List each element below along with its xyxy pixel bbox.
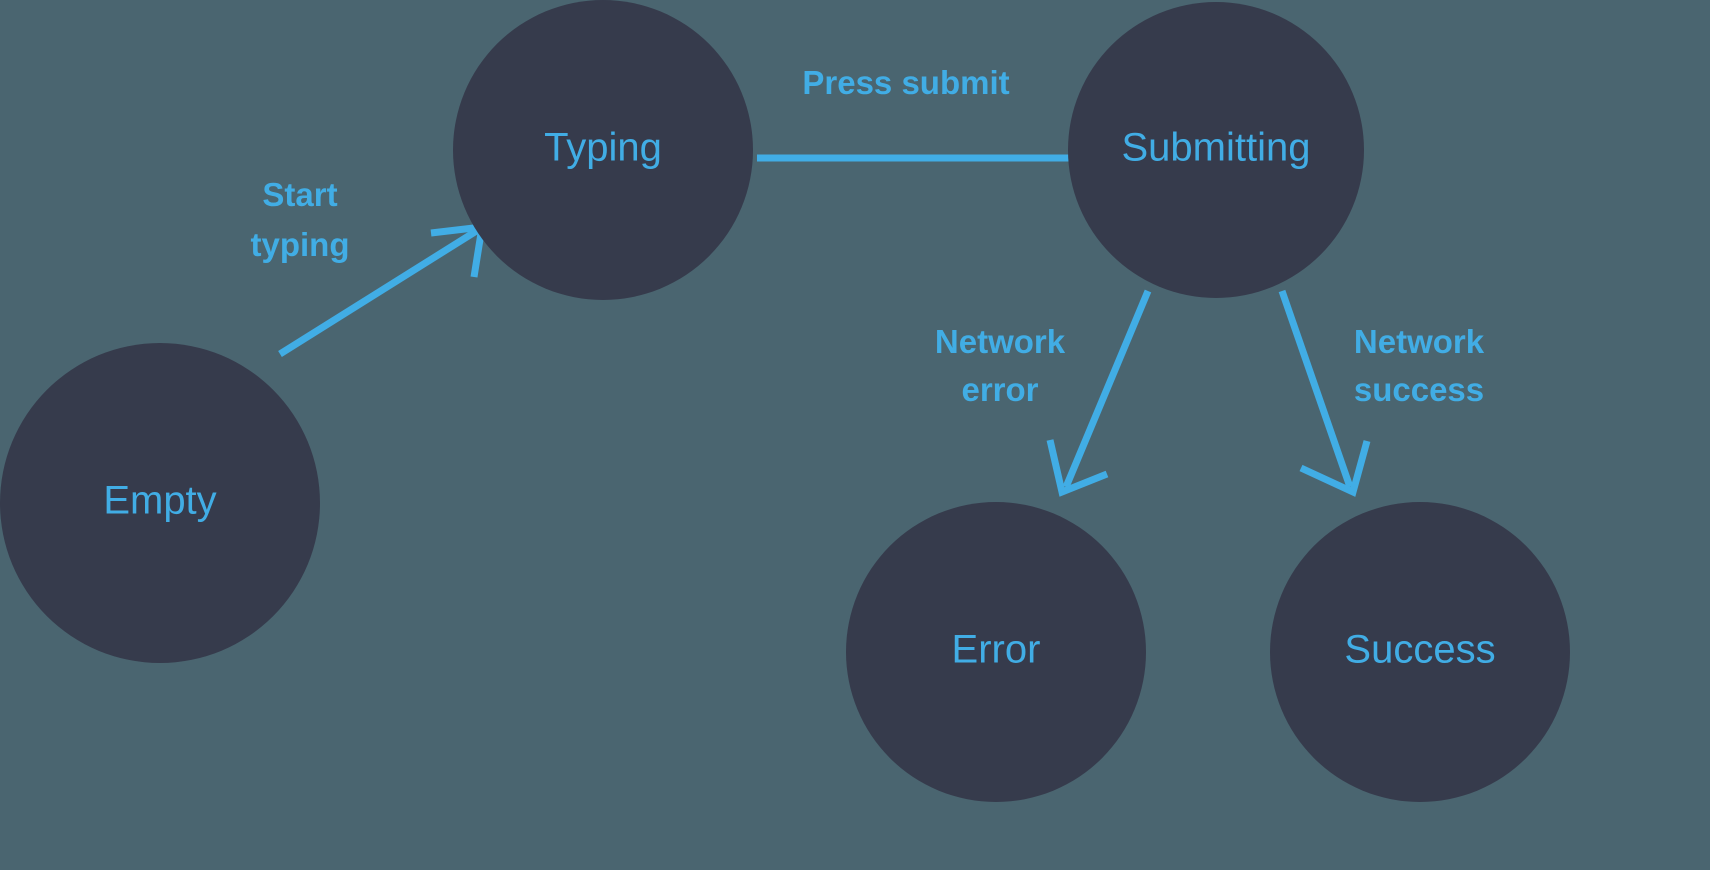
edge-label-start-typing: Start typing bbox=[251, 176, 350, 263]
node-success-label: Success bbox=[1344, 628, 1495, 672]
node-submitting-circle[interactable] bbox=[1068, 2, 1364, 298]
node-error[interactable]: Error bbox=[846, 502, 1146, 802]
edge-submitting-to-success-arrowhead bbox=[1299, 440, 1371, 497]
edge-submitting-to-error bbox=[1046, 289, 1152, 497]
node-error-label: Error bbox=[952, 628, 1041, 672]
edge-submitting-to-success bbox=[1278, 289, 1371, 497]
edge-label-press-submit-line1: Press submit bbox=[802, 64, 1009, 101]
edge-label-network-error-line2: error bbox=[961, 371, 1038, 408]
edge-label-start-typing-line1: Start bbox=[262, 176, 337, 213]
node-success-circle[interactable] bbox=[1270, 502, 1570, 802]
edge-submitting-to-error-arrowhead bbox=[1046, 439, 1109, 497]
node-empty-label: Empty bbox=[103, 479, 216, 523]
node-typing[interactable]: Typing bbox=[453, 0, 753, 300]
edge-label-start-typing-line2: typing bbox=[251, 226, 350, 263]
node-empty[interactable]: Empty bbox=[0, 343, 320, 663]
edge-label-network-success-line2: success bbox=[1354, 371, 1484, 408]
edge-empty-to-typing-line bbox=[278, 227, 480, 357]
edge-label-network-success-line1: Network bbox=[1354, 323, 1485, 360]
node-submitting[interactable]: Submitting bbox=[1068, 2, 1364, 298]
node-empty-circle[interactable] bbox=[0, 343, 320, 663]
edge-label-press-submit: Press submit bbox=[802, 64, 1009, 101]
node-typing-circle[interactable] bbox=[453, 0, 753, 300]
edge-submitting-to-error-line bbox=[1062, 289, 1152, 489]
node-typing-label: Typing bbox=[544, 126, 662, 170]
edge-submitting-to-success-line bbox=[1278, 289, 1354, 489]
edge-label-network-error: Network error bbox=[935, 323, 1066, 408]
edge-label-network-error-line1: Network bbox=[935, 323, 1066, 360]
node-success[interactable]: Success bbox=[1270, 502, 1570, 802]
node-submitting-label: Submitting bbox=[1122, 126, 1311, 170]
node-error-circle[interactable] bbox=[846, 502, 1146, 802]
edge-label-network-success: Network success bbox=[1354, 323, 1485, 408]
